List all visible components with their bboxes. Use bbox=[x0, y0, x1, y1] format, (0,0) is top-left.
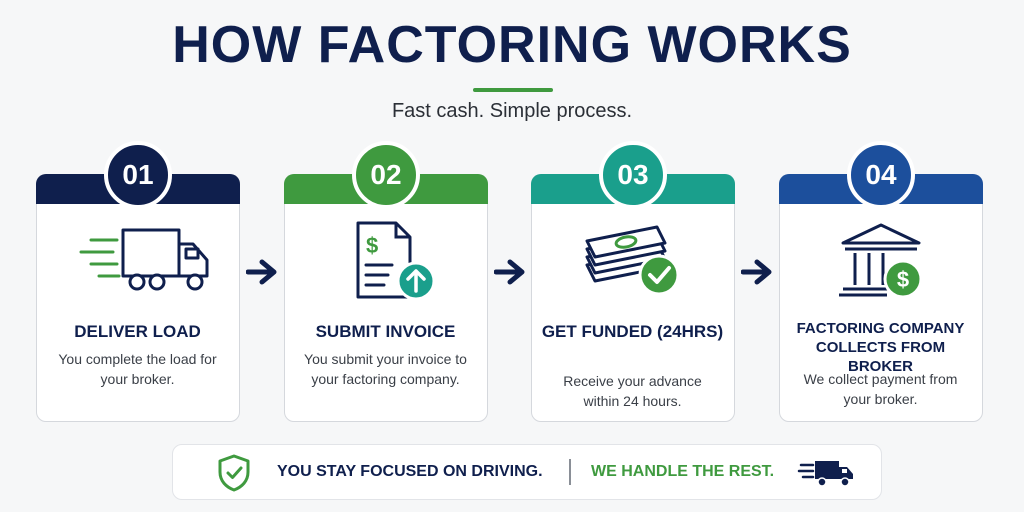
step-3-number: 03 bbox=[599, 141, 667, 209]
step-4-title: FACTORING COMPANY COLLECTS FROM BROKER bbox=[796, 320, 965, 375]
page-title: HOW FACTORING WORKS bbox=[172, 16, 852, 74]
step-1-description: You complete the load for your broker. bbox=[58, 351, 217, 387]
cash-check-icon bbox=[532, 219, 733, 303]
arrow-right-icon bbox=[740, 258, 775, 286]
svg-text:$: $ bbox=[366, 233, 378, 258]
step-card-1: 01 DELIVER LOAD You complete the load fo… bbox=[35, 141, 240, 422]
step-1-title: DELIVER LOAD bbox=[74, 322, 201, 341]
step-4-description: We collect payment from your broker. bbox=[803, 371, 958, 407]
footer-right-text: WE HANDLE THE REST. bbox=[591, 463, 775, 480]
step-3-description: Receive your advance within 24 hours. bbox=[563, 373, 702, 409]
step-card-3: 03 GET FUNDED (24HRS) Receive your advan… bbox=[530, 141, 735, 422]
step-2-title: SUBMIT INVOICE bbox=[315, 322, 456, 341]
page-subtitle: Fast cash. Simple process. bbox=[391, 100, 633, 122]
footer-banner: YOU STAY FOCUSED ON DRIVING. WE HANDLE T… bbox=[172, 444, 882, 500]
title-underline bbox=[473, 88, 553, 92]
step-4-number: 04 bbox=[847, 141, 915, 209]
step-3-title: GET FUNDED (24HRS) bbox=[541, 322, 724, 341]
step-card-2: 02 $ SUBMIT INVOICE You submit your invo… bbox=[283, 141, 488, 422]
delivery-truck-icon bbox=[37, 219, 238, 303]
footer-left-text: YOU STAY FOCUSED ON DRIVING. bbox=[277, 463, 543, 480]
svg-text:$: $ bbox=[896, 267, 908, 292]
arrow-right-icon bbox=[245, 258, 280, 286]
fast-truck-icon bbox=[797, 457, 857, 489]
invoice-upload-icon: $ bbox=[285, 219, 486, 303]
step-card-4: 04 $ FACTORING COMPANY COLLECTS FROM BRO… bbox=[778, 141, 983, 422]
arrow-right-icon bbox=[493, 258, 528, 286]
step-1-number: 01 bbox=[104, 141, 172, 209]
bank-dollar-icon: $ bbox=[780, 219, 981, 303]
shield-check-icon bbox=[217, 454, 251, 492]
footer-divider bbox=[569, 459, 571, 485]
step-2-description: You submit your invoice to your factorin… bbox=[304, 351, 467, 387]
step-2-number: 02 bbox=[352, 141, 420, 209]
